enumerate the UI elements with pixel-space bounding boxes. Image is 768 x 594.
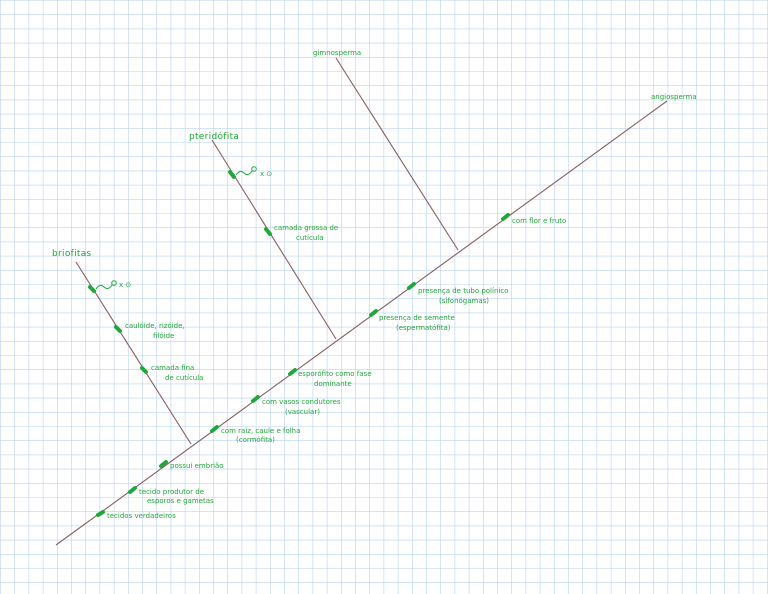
trait-tick-vasos: [251, 395, 260, 403]
trait-label-brio-cauloide-1: caulóide, rizóide,: [125, 322, 185, 330]
taxon-gimnosperma: gimnosperma: [313, 49, 361, 57]
trait-label-flor-fruto: com flor e fruto: [512, 217, 566, 225]
trait-tick-embriao: [159, 460, 168, 468]
trait-tick-brio-gamete: [88, 285, 96, 293]
taxon-pteridofita: pteridófita: [189, 131, 239, 142]
trait-label-pter-cuticula-2: cutícula: [296, 234, 324, 242]
trait-tick-flor-fruto: [501, 213, 510, 221]
trait-label-embriao: possui embrião: [170, 462, 224, 470]
trait-label-pter-gamete: x ⊙: [260, 170, 272, 178]
trait-label-brio-cuticula-2: de cutícula: [165, 374, 203, 382]
main-axis-branch: [55, 100, 668, 546]
trait-tick-tecido-produtor: [128, 486, 137, 494]
trait-label-brio-cauloide-2: filóide: [153, 332, 174, 340]
trait-label-semente-1: presença de semente: [379, 314, 455, 322]
trait-label-esporofito-2: dominante: [314, 380, 352, 388]
trait-tick-raiz-caule-folha: [210, 425, 219, 433]
trait-label-vasos-2: (vascular): [285, 408, 320, 416]
trait-label-raiz-2: (cormófita): [236, 436, 275, 444]
trait-label-tubo-1: presença de tubo polínico: [418, 287, 508, 295]
trait-tick-brio-cauloide: [114, 325, 122, 333]
trait-label-tecido-produtor-2: esporos e gametas: [147, 497, 214, 505]
trait-tick-brio-cuticula: [140, 366, 148, 374]
trait-label-brio-gamete: x ⊙: [119, 281, 131, 289]
trait-tick-pter-gamete: [228, 170, 236, 179]
gimnosperma-branch: [335, 57, 459, 251]
trait-tick-pter-cuticula: [264, 227, 272, 236]
trait-label-tecidos: tecidos verdadeiros: [107, 512, 176, 520]
taxon-angiosperma: angiosperma: [651, 93, 697, 101]
trait-tick-tecidos: [96, 510, 105, 517]
trait-label-pter-cuticula-1: camada grossa de: [274, 224, 338, 232]
trait-label-tecido-produtor-1: tecido produtor de: [139, 488, 204, 496]
trait-label-esporofito-1: esporófito como fase: [298, 370, 372, 378]
pter-sperm-icon: [235, 166, 257, 176]
trait-label-tubo-2: (sifonógamas): [439, 297, 489, 305]
trait-label-brio-cuticula-1: camada fina: [151, 364, 194, 372]
trait-label-vasos-1: com vasos condutores: [262, 398, 341, 406]
trait-tick-tubo-polinico: [407, 282, 416, 290]
trait-tick-esporofito: [288, 368, 297, 376]
brio-sperm-icon: [95, 280, 117, 290]
trait-tick-semente: [369, 309, 378, 317]
trait-label-semente-2: (espermatófita): [396, 324, 451, 332]
taxon-briofitas: briofitas: [52, 249, 92, 259]
trait-label-raiz-1: com raiz, caule e folha: [221, 427, 300, 435]
